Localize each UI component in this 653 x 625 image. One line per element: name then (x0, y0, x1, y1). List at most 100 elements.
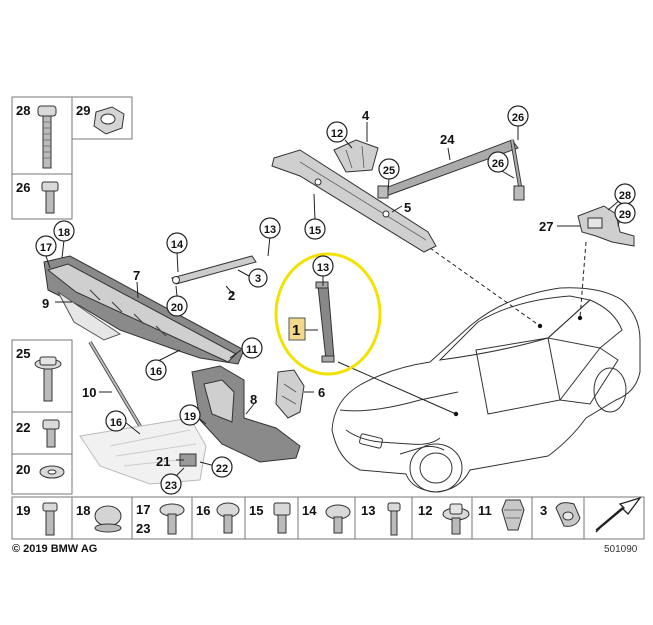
highlight-label-box (288, 317, 306, 341)
callout-28: 28 (619, 190, 631, 202)
legend-item-29: 29 (71, 96, 133, 140)
callout-circle-23 (160, 473, 182, 495)
washer-icon (39, 465, 65, 479)
legend-label-20: 20 (16, 462, 30, 477)
callout-15: 15 (309, 225, 321, 237)
part-27-bracket (577, 205, 635, 247)
legend-item-12: 12 (411, 496, 473, 540)
callout-circle-20 (166, 295, 188, 317)
legend-item-22: 22 (11, 411, 73, 455)
bolt-icon (37, 105, 57, 169)
legend-item-20: 20 (11, 453, 73, 495)
part-4-bracket (333, 139, 379, 173)
callout-circle-18 (53, 220, 75, 242)
callout-8: 8 (250, 392, 257, 407)
highlight-label: 1 (292, 322, 300, 339)
legend-item-26: 26 (11, 173, 73, 220)
callout-4: 4 (362, 108, 370, 123)
callout-circle-26a (507, 105, 529, 127)
grommet-icon (555, 502, 581, 527)
callout-17: 17 (40, 242, 52, 254)
flange-bolt-icon (34, 356, 62, 402)
callout-9: 9 (42, 296, 49, 311)
legend-label-16: 16 (196, 503, 210, 518)
callout-7: 7 (133, 268, 140, 283)
callout-13a: 13 (264, 224, 276, 236)
callout-11: 11 (246, 344, 258, 356)
legend-item-11: 11 (471, 496, 533, 540)
legend-item-3: 3 (531, 496, 585, 540)
legend-item-17-23: 17 23 (131, 496, 193, 540)
legend-label-22: 22 (16, 420, 30, 435)
legend-label-14: 14 (302, 503, 317, 518)
callout-circle-13a (259, 217, 281, 239)
callout-circle-14 (166, 232, 188, 254)
diagram-number: 501090 (604, 544, 638, 555)
clip-icon (501, 499, 525, 531)
part-6-bracket (275, 369, 305, 419)
callout-circle-26b (487, 151, 509, 173)
part-2-rod (171, 255, 257, 285)
orientation-arrow-box (583, 496, 645, 540)
callout-21: 21 (156, 454, 170, 469)
callout-circle-15 (304, 218, 326, 240)
callout-6: 6 (318, 385, 325, 400)
screw-icon (41, 181, 59, 214)
legend-label-17: 17 (136, 502, 150, 517)
legend-label-25: 25 (16, 346, 30, 361)
callout-circle-19 (179, 404, 201, 426)
bolt-icon (273, 502, 291, 534)
bolt-icon (325, 504, 351, 534)
callout-19: 19 (184, 411, 196, 423)
callout-14: 14 (171, 239, 184, 251)
callout-circle-16b (105, 410, 127, 432)
callout-24: 24 (440, 132, 455, 147)
legend-item-18: 18 (71, 496, 133, 540)
callout-26b: 26 (492, 158, 504, 170)
part-10-rod (88, 341, 148, 437)
callout-16a: 16 (150, 366, 162, 378)
bolt-icon (42, 502, 58, 536)
callout-circle-22 (211, 456, 233, 478)
callout-3: 3 (255, 273, 261, 285)
legend-label-28: 28 (16, 103, 30, 118)
part-8-deflector (191, 365, 301, 463)
callout-29: 29 (619, 209, 631, 221)
legend-item-25: 25 (11, 339, 73, 413)
callout-circle-13b (312, 255, 334, 277)
callout-12: 12 (331, 128, 343, 140)
nut-icon (94, 505, 122, 533)
callout-16b: 16 (110, 417, 122, 429)
callout-2: 2 (228, 288, 235, 303)
callout-22: 22 (216, 463, 228, 475)
screw-icon (159, 503, 185, 535)
car-outline (331, 287, 641, 493)
callout-circle-11 (241, 337, 263, 359)
callout-circle-17 (35, 235, 57, 257)
callout-26a: 26 (512, 112, 524, 124)
callout-25: 25 (383, 165, 395, 177)
callout-circle-25 (378, 158, 400, 180)
callout-circle-3 (248, 268, 268, 288)
legend-item-19: 19 (11, 496, 73, 540)
legend-label-18: 18 (76, 503, 90, 518)
callout-5: 5 (404, 200, 411, 215)
part-5-strut (271, 149, 437, 253)
copyright-text: © 2019 BMW AG (12, 543, 97, 555)
bumper-carrier (79, 417, 207, 485)
guide-lines (337, 241, 587, 417)
bolt-icon (387, 502, 401, 536)
legend-item-13: 13 (354, 496, 413, 540)
highlight-ellipse (274, 252, 382, 376)
callout-23: 23 (165, 480, 177, 492)
callout-circle-29 (614, 202, 636, 224)
legend-label-12: 12 (418, 503, 432, 518)
arrow-icon (595, 496, 642, 533)
flange-bolt-icon (442, 503, 470, 535)
part-1-strut (315, 281, 335, 363)
part-24-bar (377, 139, 525, 201)
callout-27: 27 (539, 219, 553, 234)
legend-label-23: 23 (136, 521, 150, 536)
legend-item-14: 14 (297, 496, 356, 540)
